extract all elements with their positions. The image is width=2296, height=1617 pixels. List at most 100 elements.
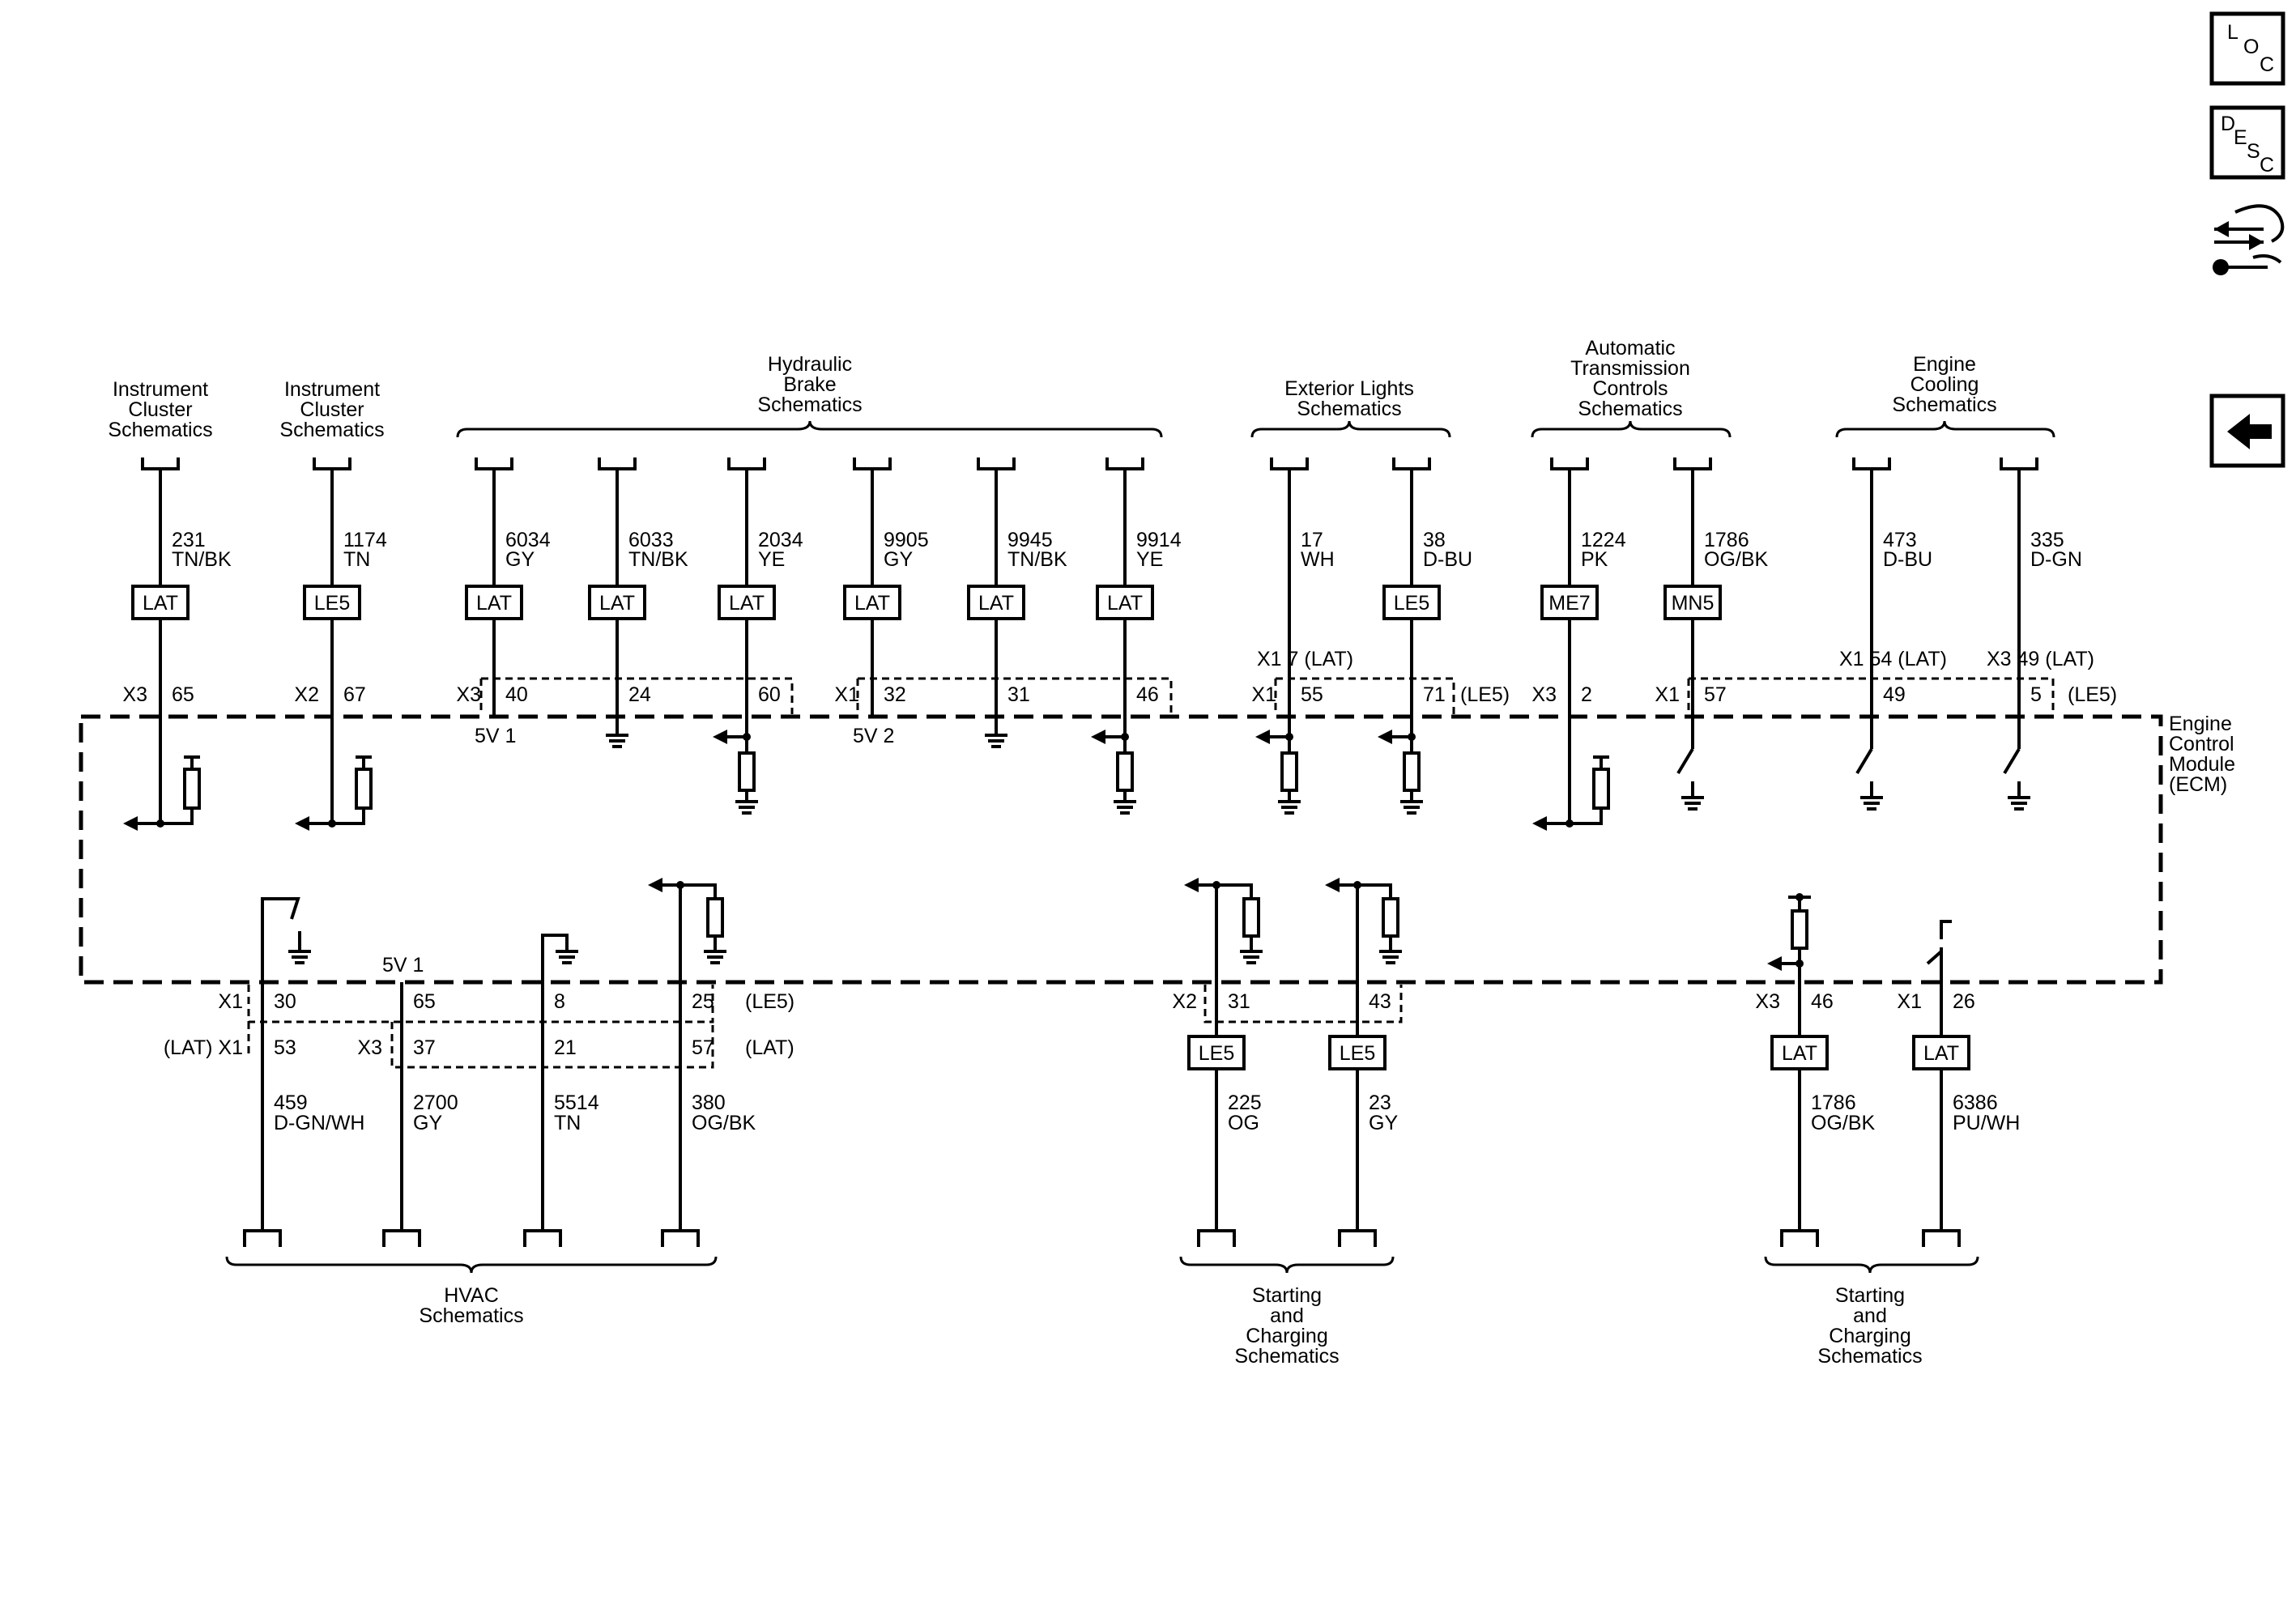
circuit-number: 459 (274, 1091, 308, 1114)
connector-terminal-icon (1673, 457, 1712, 470)
option-label: LAT (978, 592, 1014, 615)
connector-terminal-icon (475, 457, 513, 470)
circuit-number: 225 (1228, 1091, 1262, 1114)
wire-color: GY (413, 1112, 442, 1134)
top-group-hydraulic-brake[interactable]: Hydraulic Brake Schematics (456, 353, 1163, 438)
switch-icon (261, 897, 300, 982)
circuit-number: 9905 (884, 529, 929, 551)
circuit-number: 2034 (758, 529, 803, 551)
circuit-number: 9945 (1007, 529, 1053, 551)
top-group-engine-cooling[interactable]: Engine Cooling Schematics (1835, 353, 2055, 438)
pin-number: 32 (884, 683, 906, 706)
group-title-line: Schematics (1234, 1345, 1339, 1368)
connector-terminal-icon (1922, 1229, 1961, 1247)
option-badge (465, 585, 523, 620)
desc-letter: E (2234, 126, 2247, 149)
group-title-line: Starting (1252, 1284, 1322, 1307)
group-title-line: Schematics (1297, 398, 1401, 420)
top-group-exterior-lights[interactable]: Exterior Lights Schematics (1250, 377, 1451, 438)
circuit-number: 5514 (554, 1091, 599, 1114)
ecm-internal-top (123, 717, 2030, 831)
connector-terminal-icon (1197, 1229, 1236, 1247)
group-title-line: Schematics (279, 419, 384, 441)
pin-number: 26 (1953, 990, 1975, 1013)
reference-note: 5V 1 (475, 725, 516, 747)
resistor-icon (183, 768, 201, 810)
desc-letter: S (2247, 140, 2260, 163)
wire-color: GY (505, 548, 535, 571)
loc-letter: C (2260, 53, 2274, 76)
option-label: ME7 (1548, 592, 1590, 615)
circuit-number: 38 (1423, 529, 1446, 551)
ecm-label-line: Control (2169, 733, 2234, 755)
option-badge (967, 585, 1025, 620)
back-button[interactable] (2209, 394, 2285, 468)
ecm-label-line: Module (2169, 753, 2235, 776)
group-title-line: Automatic (1585, 337, 1675, 360)
circuit-number: 231 (172, 529, 206, 551)
connector-end-view-icon[interactable] (2213, 204, 2285, 275)
reference-note: 5V 2 (853, 725, 894, 747)
loc-letter: O (2243, 36, 2259, 58)
option-badge (718, 585, 776, 620)
connector-id: X3 (1531, 683, 1557, 706)
pin-number: 46 (1811, 990, 1834, 1013)
wire-color: D-BU (1883, 548, 1932, 571)
option-label: LE5 (314, 592, 350, 615)
option-label: LAT (1923, 1042, 1959, 1065)
connector-terminal-icon (1780, 1229, 1819, 1247)
alt-connector-id: (LAT) X1 (164, 1036, 243, 1059)
option-badge (1540, 585, 1599, 620)
option-badge (303, 585, 361, 620)
wire-color: TN/BK (1007, 548, 1067, 571)
group-title-line: Charging (1829, 1325, 1910, 1347)
group-title-line: Instrument (113, 378, 208, 401)
pin-number: 60 (758, 683, 781, 706)
option-badge (1770, 1035, 1829, 1070)
bottom-group-starting-charging-2[interactable]: Starting and Charging Schematics (1764, 1256, 1979, 1368)
group-title-line: Instrument (284, 378, 380, 401)
desc-button[interactable]: D E S C (2209, 105, 2285, 180)
top-group-automatic-transmission[interactable]: Automatic Transmission Controls Schemati… (1531, 337, 1732, 438)
connector-terminal-icon (1550, 457, 1589, 470)
bottom-group-starting-charging-1[interactable]: Starting and Charging Schematics (1179, 1256, 1395, 1368)
top-group-instrument-cluster-1[interactable]: Instrument Cluster Schematics (108, 378, 212, 441)
bottom-group-hvac[interactable]: HVAC Schematics (225, 1256, 718, 1327)
connector-terminal-icon (2000, 457, 2038, 470)
option-label: LAT (854, 592, 890, 615)
group-title-line: Schematics (419, 1304, 523, 1327)
connector-terminal-icon (853, 457, 892, 470)
pin-number: 65 (172, 683, 194, 706)
group-title-line: Charging (1246, 1325, 1327, 1347)
circuit-number: 2700 (413, 1091, 458, 1114)
loc-button[interactable]: L O C (2209, 11, 2285, 86)
top-group-instrument-cluster-2[interactable]: Instrument Cluster Schematics (279, 378, 384, 441)
ground-icon (606, 717, 628, 748)
wire-color: D-GN (2030, 548, 2082, 571)
circuit-number: 335 (2030, 529, 2064, 551)
resistor-icon (1791, 909, 1808, 950)
